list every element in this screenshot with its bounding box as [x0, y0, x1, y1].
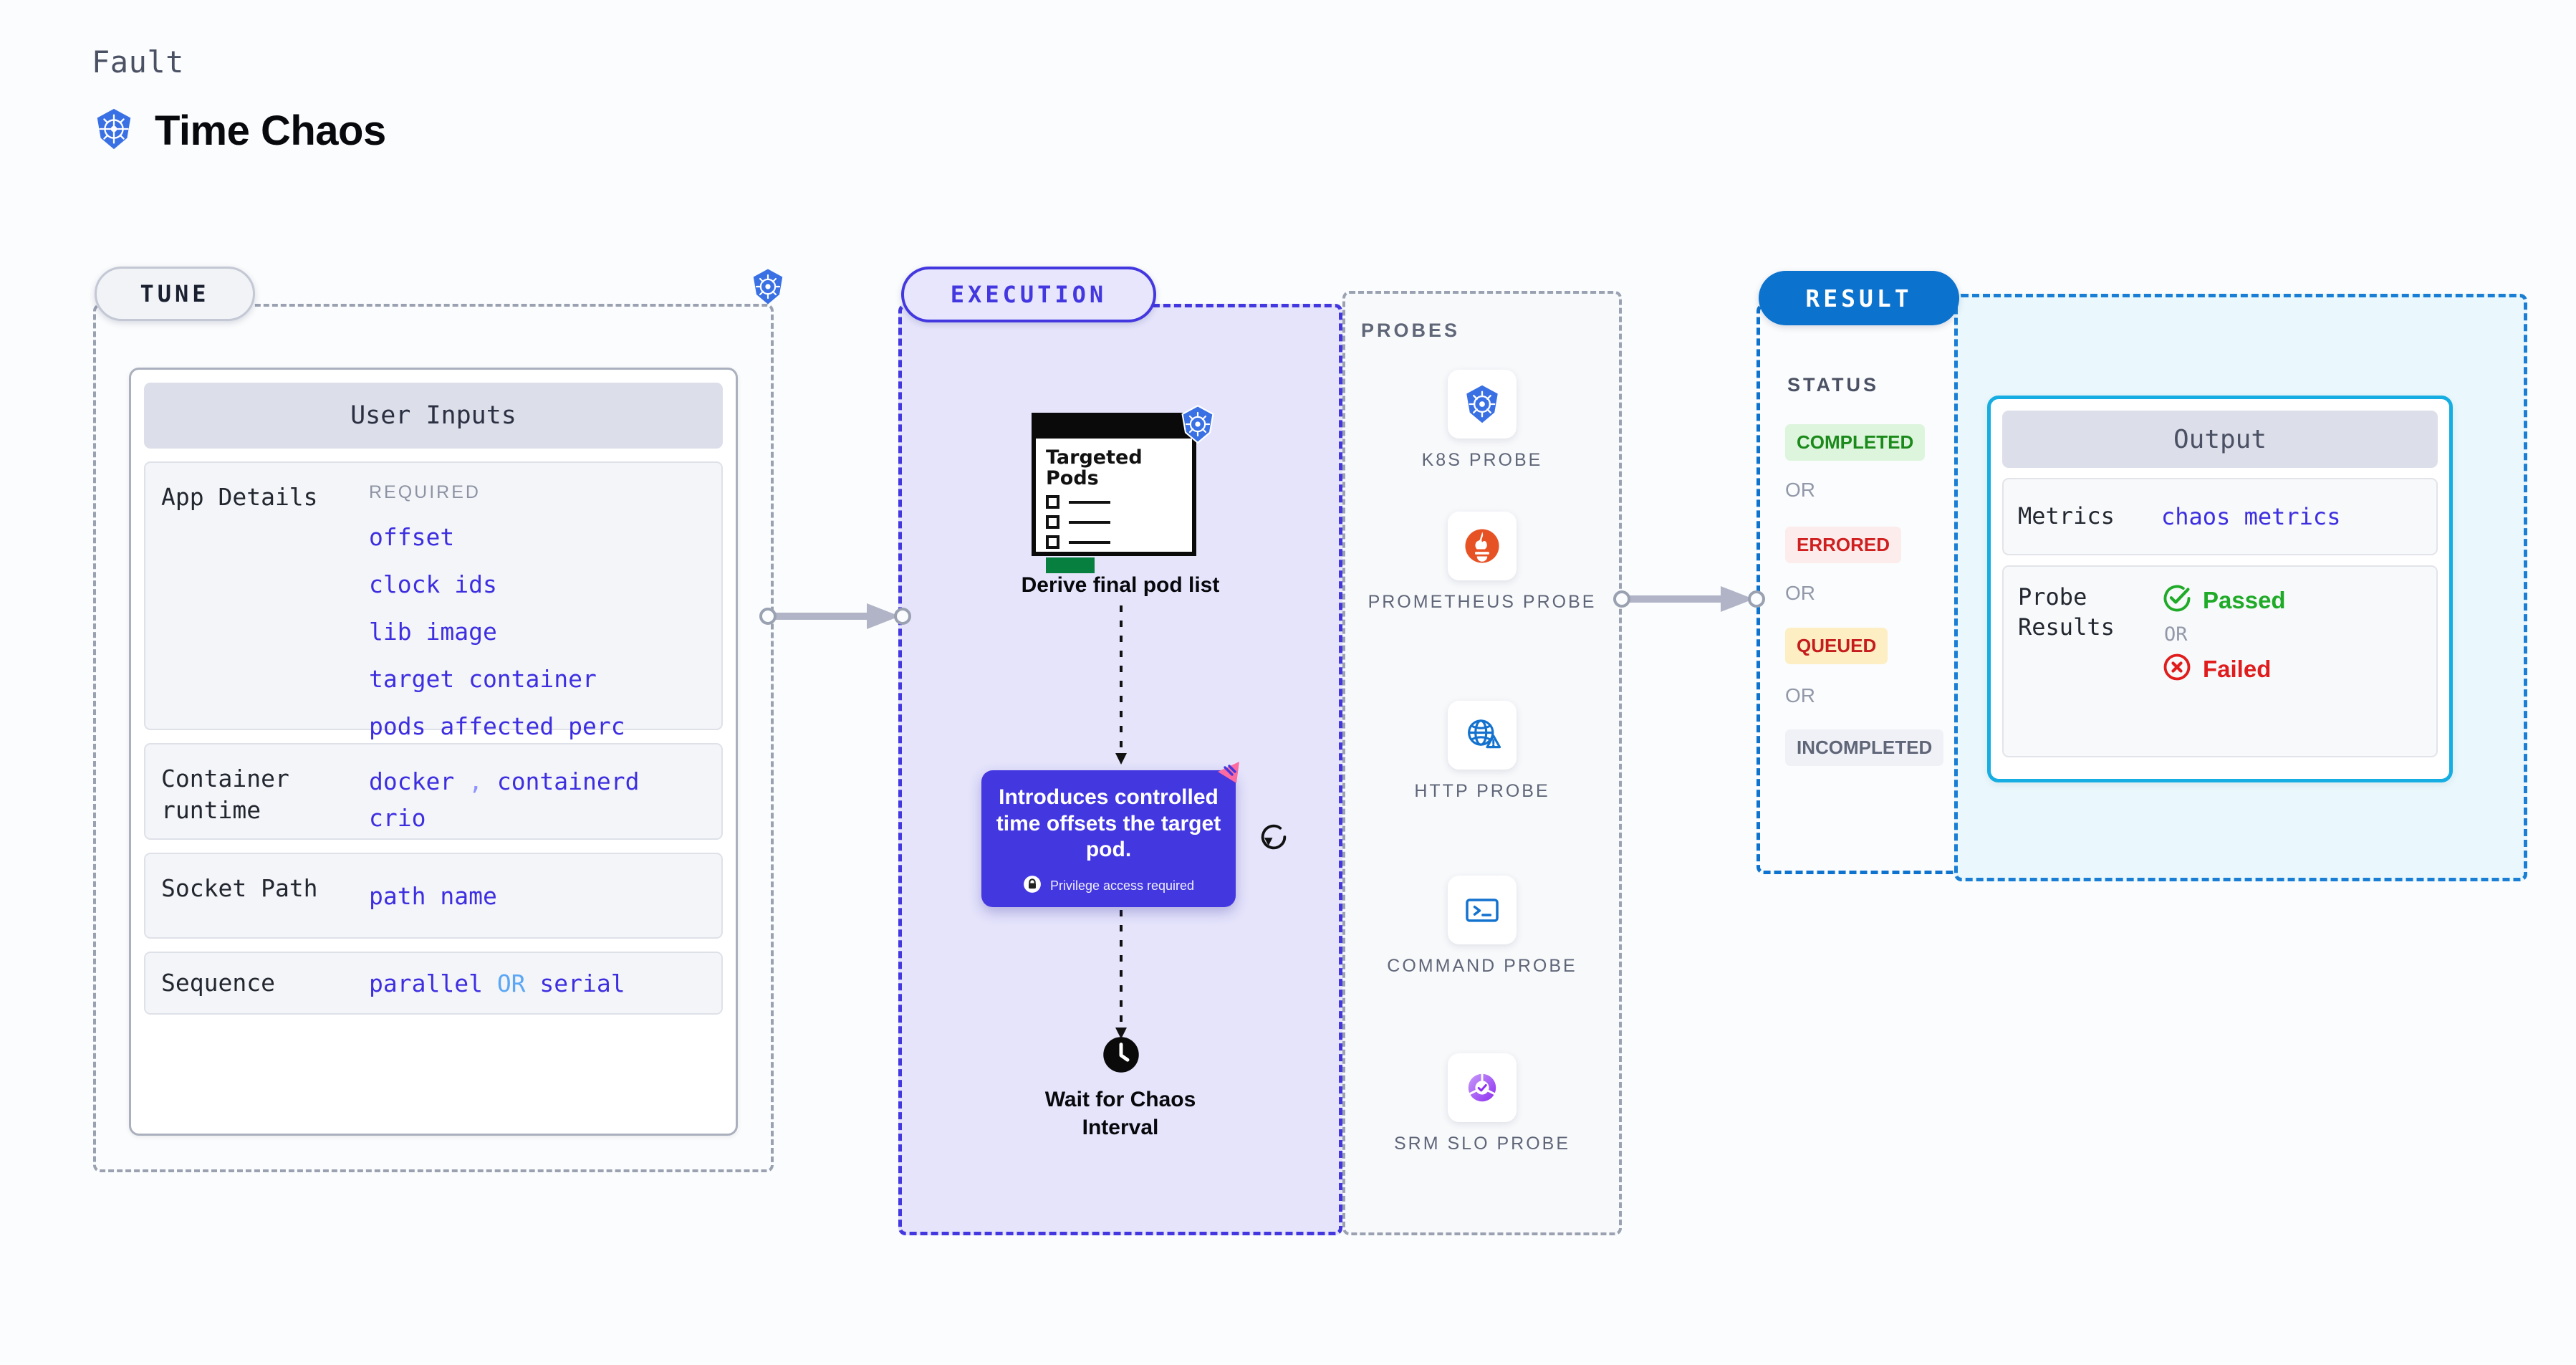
- status-badge-errored: ERRORED: [1785, 527, 1902, 563]
- socket-path-row: Socket Path path name: [144, 853, 723, 939]
- app-details-value: target container: [369, 665, 597, 694]
- connector-tune-execution: [759, 603, 911, 629]
- status-badge-queued: QUEUED: [1785, 628, 1888, 664]
- status-badge-incompleted: INCOMPLETED: [1785, 729, 1944, 766]
- container-runtime-value: docker , containerd: [369, 767, 640, 795]
- failed-label: Failed: [2203, 655, 2272, 682]
- execution-pill[interactable]: EXECUTION: [901, 267, 1156, 322]
- podlist-green-bar: [1046, 557, 1095, 574]
- checkbox-icon: [1046, 515, 1059, 530]
- list-line: [1069, 540, 1110, 544]
- probe-label: COMMAND PROBE: [1387, 956, 1577, 976]
- check-circle-icon: [2161, 583, 2193, 618]
- title-row: Time Chaos: [92, 107, 386, 155]
- metrics-value: chaos metrics: [2161, 503, 2341, 530]
- arrow-podlist-to-tooltip: [1115, 605, 1127, 765]
- checkbox-icon: [1046, 535, 1059, 550]
- podlist-titlebar: [1036, 417, 1192, 439]
- probe-result-passed: Passed: [2161, 583, 2286, 618]
- probe-item-srm-slo[interactable]: SRM SLO PROBE: [1342, 1053, 1622, 1156]
- probe-item-k8s[interactable]: K8S PROBE: [1342, 370, 1622, 473]
- x-circle-icon: [2161, 651, 2193, 686]
- probe-item-http[interactable]: HTTP PROBE: [1342, 701, 1622, 804]
- user-inputs-title: User Inputs: [144, 383, 723, 449]
- status-label: STATUS: [1787, 374, 1879, 396]
- container-runtime-value: crio: [369, 804, 426, 833]
- page-title: Time Chaos: [155, 107, 386, 154]
- app-details-label: App Details: [161, 483, 318, 511]
- output-title: Output: [2002, 411, 2438, 468]
- or-label: OR: [1785, 479, 1815, 501]
- list-line: [1069, 520, 1110, 524]
- passed-label: Passed: [2203, 586, 2286, 613]
- podlist-item: [1046, 515, 1192, 530]
- probe-item-command[interactable]: COMMAND PROBE: [1342, 876, 1622, 979]
- lock-icon: [1023, 875, 1042, 897]
- app-details-value: offset: [369, 523, 455, 552]
- sequence-value: parallel OR serial: [369, 969, 625, 997]
- kubernetes-icon: [92, 107, 136, 155]
- privilege-badge-text: Privilege access required: [1049, 878, 1195, 893]
- probe-label: SRM SLO PROBE: [1394, 1134, 1570, 1154]
- required-label: REQUIRED: [369, 482, 481, 502]
- app-details-value: clock ids: [369, 570, 497, 599]
- privilege-badge: Privilege access required: [993, 875, 1224, 897]
- kubernetes-icon: [1448, 370, 1517, 439]
- app-details-value: lib image: [369, 618, 497, 646]
- tooltip-text: Introduces controlled time offsets the t…: [996, 785, 1221, 862]
- probe-label: HTTP PROBE: [1414, 781, 1550, 801]
- page-header: Fault Time Chaos: [92, 44, 386, 155]
- derive-pod-list-caption: Derive final pod list: [1021, 573, 1220, 597]
- metrics-row: Metrics chaos metrics: [2002, 478, 2438, 555]
- or-label: OR: [2164, 623, 2188, 646]
- connector-execution-result: [1613, 586, 1765, 612]
- socket-path-label: Socket Path: [161, 874, 318, 902]
- slo-donut-check-icon: [1448, 1053, 1517, 1122]
- probe-label: K8S PROBE: [1421, 450, 1543, 470]
- terminal-icon: [1448, 876, 1517, 944]
- or-label: OR: [1785, 684, 1815, 707]
- user-inputs-card: User Inputs App Details REQUIRED offset …: [129, 368, 738, 1136]
- prometheus-icon: [1448, 512, 1517, 580]
- podlist-item: [1046, 535, 1192, 550]
- sequence-label: Sequence: [161, 969, 275, 997]
- probes-section-label: PROBES: [1361, 320, 1461, 341]
- result-pill[interactable]: RESULT: [1759, 271, 1959, 325]
- kubernetes-icon: [1178, 405, 1217, 444]
- probe-item-prometheus[interactable]: PROMETHEUS PROBE: [1342, 512, 1622, 615]
- tune-panel: [93, 304, 774, 1172]
- refresh-icon[interactable]: [1257, 820, 1290, 853]
- fault-description-tooltip: Introduces controlled time offsets the t…: [981, 770, 1236, 907]
- probe-label: PROMETHEUS PROBE: [1368, 592, 1597, 612]
- arrow-tooltip-to-clock: [1115, 910, 1127, 1039]
- probe-result-failed: Failed: [2161, 651, 2286, 686]
- tune-pill[interactable]: TUNE: [95, 267, 255, 321]
- app-details-value: pods affected perc: [369, 712, 625, 741]
- checkbox-icon: [1046, 495, 1059, 509]
- kubernetes-icon: [749, 267, 787, 306]
- fault-label: Fault: [92, 44, 184, 80]
- app-details-row: App Details REQUIRED offset clock ids li…: [144, 461, 723, 740]
- status-badge-completed: COMPLETED: [1785, 424, 1926, 461]
- podlist-item: [1046, 495, 1192, 509]
- clock-icon: [1102, 1035, 1140, 1074]
- list-line: [1069, 500, 1110, 504]
- or-label: OR: [1785, 582, 1815, 604]
- metrics-label: Metrics: [2018, 502, 2115, 530]
- globe-warning-icon: [1448, 701, 1517, 770]
- sequence-row: Sequence parallel OR serial: [144, 952, 723, 1015]
- cursor-icon: [1215, 759, 1244, 787]
- socket-path-value: path name: [369, 882, 497, 910]
